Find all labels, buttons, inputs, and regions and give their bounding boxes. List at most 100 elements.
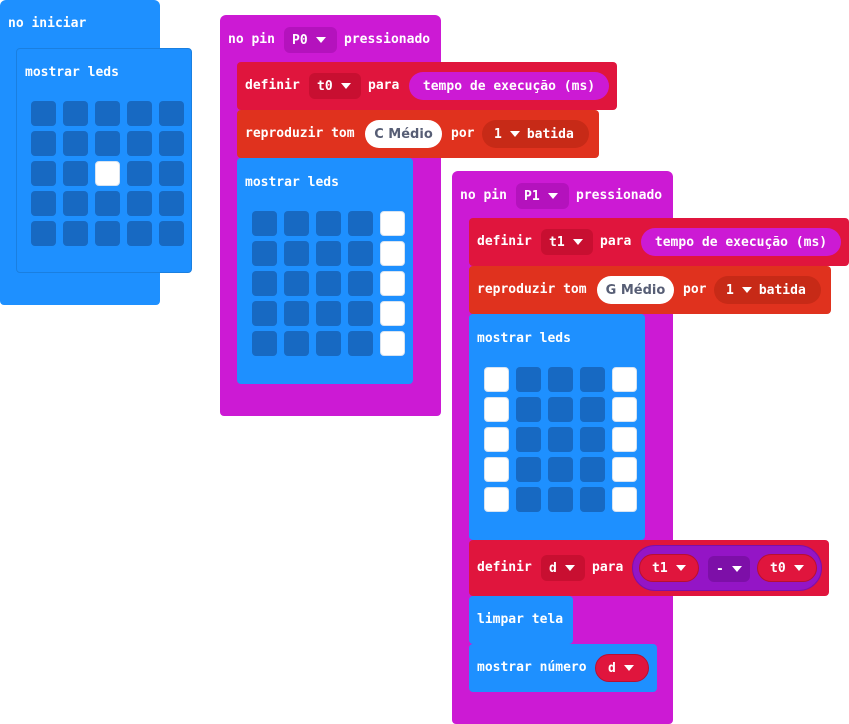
led-cell[interactable] <box>127 161 152 186</box>
set-d-block[interactable]: definir d para t1 - t0 <box>469 540 829 596</box>
led-cell[interactable] <box>348 241 373 266</box>
left-operand-reporter[interactable]: t1 <box>639 554 699 582</box>
running-time-reporter[interactable]: tempo de execução (ms) <box>409 72 609 100</box>
led-cell[interactable] <box>63 161 88 186</box>
led-cell[interactable] <box>95 101 120 126</box>
led-cell[interactable] <box>127 191 152 216</box>
led-cell[interactable] <box>516 367 541 392</box>
led-cell[interactable] <box>612 397 637 422</box>
led-cell[interactable] <box>580 397 605 422</box>
number-variable-reporter[interactable]: d <box>595 654 649 682</box>
led-cell[interactable] <box>159 161 184 186</box>
led-cell[interactable] <box>380 331 405 356</box>
led-cell[interactable] <box>63 101 88 126</box>
variable-dropdown[interactable]: d <box>541 555 585 581</box>
led-cell[interactable] <box>484 457 509 482</box>
led-cell[interactable] <box>284 271 309 296</box>
led-cell[interactable] <box>252 211 277 236</box>
led-cell[interactable] <box>380 241 405 266</box>
led-cell[interactable] <box>316 271 341 296</box>
beats-dropdown[interactable]: 1 batida <box>482 120 589 148</box>
led-cell[interactable] <box>63 131 88 156</box>
clear-screen-block[interactable]: limpar tela <box>469 596 573 644</box>
led-cell[interactable] <box>252 241 277 266</box>
variable-dropdown[interactable]: t1 <box>541 229 593 255</box>
operator-dropdown[interactable]: - <box>708 556 750 582</box>
led-cell[interactable] <box>548 427 573 452</box>
led-cell[interactable] <box>380 301 405 326</box>
show-number-block[interactable]: mostrar número d <box>469 644 657 692</box>
play-tone-g-block[interactable]: reproduzir tom G Médio por 1 batida <box>469 266 831 314</box>
led-cell[interactable] <box>580 367 605 392</box>
led-cell[interactable] <box>580 457 605 482</box>
led-cell[interactable] <box>63 221 88 246</box>
led-cell[interactable] <box>612 367 637 392</box>
led-cell[interactable] <box>316 301 341 326</box>
led-cell[interactable] <box>612 457 637 482</box>
led-cell[interactable] <box>159 131 184 156</box>
led-cell[interactable] <box>580 487 605 512</box>
led-cell[interactable] <box>612 487 637 512</box>
p1-show-leds-block[interactable]: mostrar leds <box>469 314 645 540</box>
note-picker[interactable]: C Médio <box>365 120 442 148</box>
led-cell[interactable] <box>516 457 541 482</box>
led-cell[interactable] <box>484 367 509 392</box>
led-cell[interactable] <box>516 487 541 512</box>
led-cell[interactable] <box>516 397 541 422</box>
set-t0-block[interactable]: definir t0 para tempo de execução (ms) <box>237 62 617 110</box>
led-cell[interactable] <box>284 331 309 356</box>
led-cell[interactable] <box>516 427 541 452</box>
led-cell[interactable] <box>95 191 120 216</box>
led-cell[interactable] <box>548 397 573 422</box>
led-cell[interactable] <box>348 301 373 326</box>
led-cell[interactable] <box>580 427 605 452</box>
led-cell[interactable] <box>127 101 152 126</box>
play-tone-c-block[interactable]: reproduzir tom C Médio por 1 batida <box>237 110 599 158</box>
led-cell[interactable] <box>127 131 152 156</box>
led-cell[interactable] <box>484 427 509 452</box>
led-cell[interactable] <box>284 211 309 236</box>
led-cell[interactable] <box>95 161 120 186</box>
led-cell[interactable] <box>252 271 277 296</box>
led-cell[interactable] <box>127 221 152 246</box>
led-cell[interactable] <box>31 221 56 246</box>
pin-dropdown[interactable]: P1 <box>516 183 569 209</box>
on-start-show-leds-block[interactable]: mostrar leds <box>16 48 192 273</box>
led-cell[interactable] <box>159 221 184 246</box>
led-cell[interactable] <box>316 331 341 356</box>
beats-dropdown[interactable]: 1 batida <box>714 276 821 304</box>
led-cell[interactable] <box>348 211 373 236</box>
led-cell[interactable] <box>252 331 277 356</box>
led-cell[interactable] <box>284 241 309 266</box>
led-cell[interactable] <box>548 367 573 392</box>
led-cell[interactable] <box>548 457 573 482</box>
running-time-reporter[interactable]: tempo de execução (ms) <box>641 228 841 256</box>
subtraction-block[interactable]: t1 - t0 <box>632 545 822 591</box>
led-cell[interactable] <box>252 301 277 326</box>
led-cell[interactable] <box>348 331 373 356</box>
right-operand-reporter[interactable]: t0 <box>757 554 817 582</box>
led-grid[interactable] <box>484 367 644 527</box>
led-cell[interactable] <box>316 241 341 266</box>
led-grid[interactable] <box>252 211 412 371</box>
led-cell[interactable] <box>31 101 56 126</box>
led-cell[interactable] <box>548 487 573 512</box>
led-cell[interactable] <box>159 101 184 126</box>
variable-dropdown[interactable]: t0 <box>309 73 361 99</box>
pin-dropdown[interactable]: P0 <box>284 27 337 53</box>
note-picker[interactable]: G Médio <box>597 276 674 304</box>
led-cell[interactable] <box>484 397 509 422</box>
set-t1-block[interactable]: definir t1 para tempo de execução (ms) <box>469 218 849 266</box>
led-cell[interactable] <box>348 271 373 296</box>
led-cell[interactable] <box>159 191 184 216</box>
p0-show-leds-block[interactable]: mostrar leds <box>237 158 413 384</box>
led-cell[interactable] <box>31 161 56 186</box>
led-cell[interactable] <box>31 191 56 216</box>
led-cell[interactable] <box>612 427 637 452</box>
led-cell[interactable] <box>484 487 509 512</box>
led-cell[interactable] <box>284 301 309 326</box>
led-cell[interactable] <box>380 271 405 296</box>
led-grid[interactable] <box>31 101 191 261</box>
led-cell[interactable] <box>316 211 341 236</box>
led-cell[interactable] <box>95 131 120 156</box>
